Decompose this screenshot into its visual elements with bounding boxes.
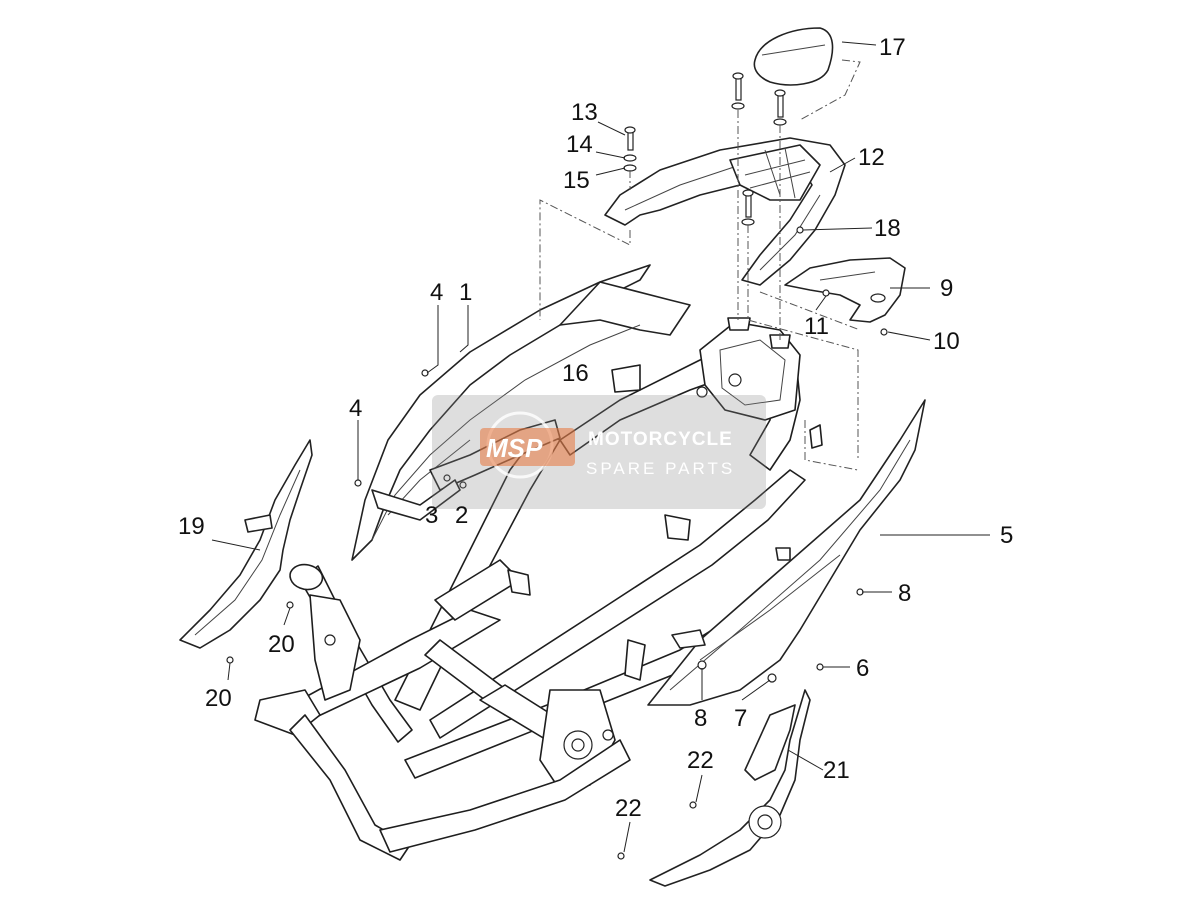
watermark-line2: SPARE PARTS — [586, 459, 735, 478]
callout-8-lower: 8 — [694, 705, 707, 732]
callout-16: 16 — [562, 360, 589, 387]
callout-10: 10 — [933, 328, 960, 355]
tail-cover-part-9 — [784, 257, 906, 323]
scooter-frame — [254, 317, 823, 861]
callout-14: 14 — [566, 131, 593, 158]
watermark: MSP MOTORCYCLE SPARE PARTS — [432, 395, 766, 509]
callout-13: 13 — [571, 99, 598, 126]
rear-cap-part-17 — [753, 27, 834, 86]
callout-15: 15 — [563, 167, 590, 194]
fasteners — [226, 72, 888, 860]
callout-18: 18 — [874, 215, 901, 242]
callout-22-lower: 22 — [615, 795, 642, 822]
watermark-logo: MSP — [486, 433, 543, 463]
callout-labels: 1 2 3 4 4 5 6 7 8 8 9 10 11 12 13 14 15 … — [178, 34, 1013, 822]
watermark-line1: MOTORCYCLE — [588, 429, 733, 450]
callout-9: 9 — [940, 275, 953, 302]
callout-3: 3 — [425, 502, 438, 529]
grab-rail-part-12 — [604, 137, 846, 286]
callout-4-upper: 4 — [430, 279, 443, 306]
callout-21: 21 — [823, 757, 850, 784]
callout-2: 2 — [455, 502, 468, 529]
callout-8-right: 8 — [898, 580, 911, 607]
callout-1: 1 — [459, 279, 472, 306]
assembly-lines — [539, 59, 861, 471]
callout-11: 11 — [804, 313, 829, 340]
side-panel-right-part-5 — [647, 399, 926, 706]
callout-12: 12 — [858, 144, 885, 171]
leader-lines — [211, 41, 990, 853]
callout-20-upper: 20 — [268, 631, 295, 658]
footrest-trim-right-part-21 — [649, 689, 811, 887]
callout-7: 7 — [734, 705, 747, 732]
callout-19: 19 — [178, 513, 205, 540]
callout-17: 17 — [879, 34, 906, 61]
callout-22-upper: 22 — [687, 747, 714, 774]
callout-6: 6 — [856, 655, 869, 682]
callout-20-lower: 20 — [205, 685, 232, 712]
callout-4-lower: 4 — [349, 395, 362, 422]
callout-5: 5 — [1000, 522, 1013, 549]
footrest-trim-left-part-19 — [179, 439, 313, 649]
